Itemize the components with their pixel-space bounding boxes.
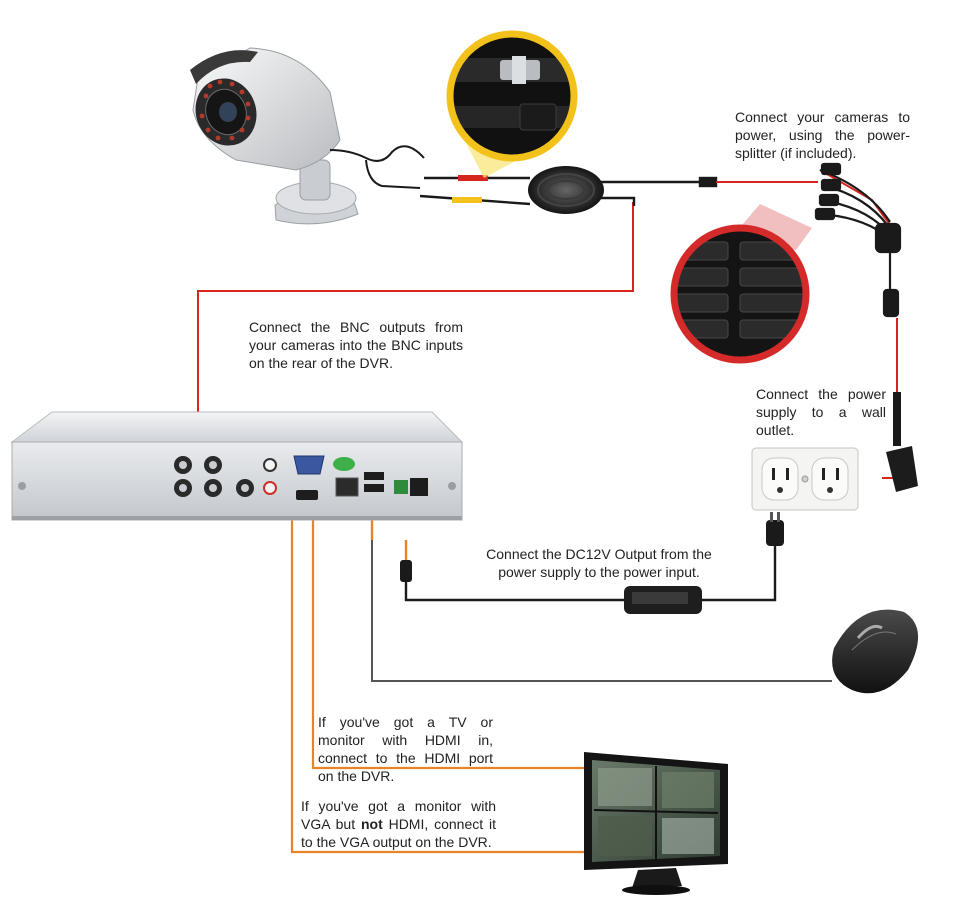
audio-ports — [263, 458, 277, 495]
vga-instruction-start: If you've got a monitor with VGA but — [301, 798, 496, 832]
mouse — [832, 609, 919, 694]
vga-instruction: If you've got a monitor with VGA but not… — [301, 797, 496, 851]
usb-indicator — [333, 457, 355, 471]
usb-ports — [364, 472, 384, 492]
bnc-zoom-bubble — [446, 30, 578, 178]
vga-instruction-end: HDMI, connect it to the VGA output on th… — [301, 816, 496, 850]
bnc-instruction: Connect the BNC outputs from your camera… — [249, 319, 463, 371]
power-adapter-plug — [886, 392, 918, 492]
cable-coil — [528, 166, 604, 214]
dc-power-port — [410, 478, 428, 496]
power-splitter — [814, 162, 902, 318]
hdmi-instruction: If you've got a TV or monitor with HDMI … — [318, 714, 493, 784]
power-supply-brick — [400, 560, 702, 614]
splitter-zoom-bubble — [670, 204, 812, 364]
hdmi-display-line — [311, 508, 584, 770]
rs485-terminal — [394, 480, 408, 494]
lan-port — [335, 477, 359, 497]
monitor — [584, 752, 728, 895]
vga-instruction-emphasis: not — [360, 816, 383, 832]
wall-outlet-instruction: Connect the power supply to a wall outle… — [756, 386, 886, 438]
wall-outlet — [751, 447, 859, 511]
camera-power-instruction: Connect your cameras to power, using the… — [735, 109, 910, 161]
vga-port — [293, 455, 325, 475]
dvr-recorder — [10, 411, 464, 521]
camera-cable — [419, 175, 818, 206]
vga-display-line — [290, 506, 584, 854]
bnc-video-line — [197, 202, 634, 452]
dc12v-instruction: Connect the DC12V Output from the power … — [486, 546, 712, 580]
security-camera — [190, 47, 425, 225]
hdmi-port — [296, 490, 318, 500]
outlet-plug — [766, 512, 784, 546]
bnc-input-ports — [174, 456, 254, 497]
mouse-cable — [371, 530, 832, 682]
